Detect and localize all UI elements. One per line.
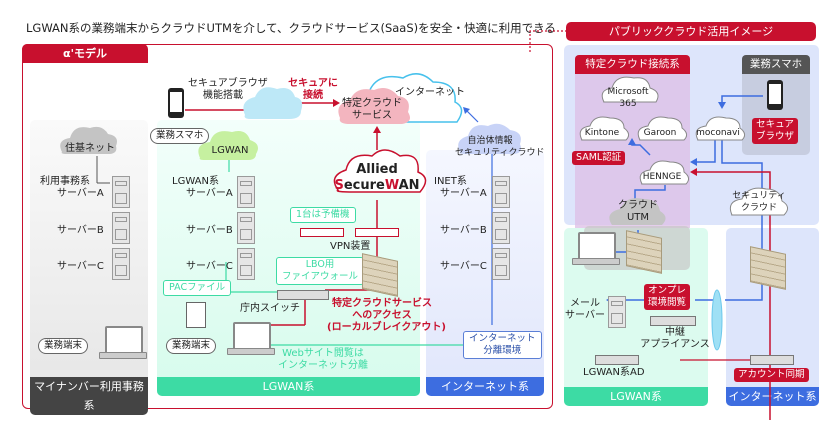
jukinet-label: 住基ネット: [65, 143, 115, 154]
server-icon: [492, 248, 510, 280]
mail-server-label: メールサーバー: [565, 298, 605, 321]
relay-label: 中継アプライアンス: [640, 327, 710, 350]
dotted-connector: [529, 30, 566, 52]
server-icon: [608, 296, 626, 328]
vpn-device-icon: [355, 228, 399, 237]
mynumber-server-c-label: サーバーC: [57, 261, 104, 272]
relay-appliance-icon: [650, 316, 696, 326]
kintone-cloud: [579, 116, 630, 141]
laptop-base: [572, 258, 620, 265]
alpha-model-frame: [22, 44, 553, 409]
server-icon: [237, 212, 255, 244]
web-isolation-label: Webサイト閲覧はインターネット分離: [278, 348, 368, 371]
lgwan-cloud-label: LGWAN: [211, 145, 249, 156]
internet-ad-icon: [750, 355, 794, 365]
jichitai-cloud-label: 自治体情報セキュリティクラウド: [455, 136, 545, 158]
lgwan-group-label: LGWAN系: [172, 176, 219, 187]
securewan-cloud: [333, 149, 427, 193]
microsoft-cloud: [601, 76, 659, 103]
local-breakout-label: 特定クラウドサービスへのアクセス(ローカルブレイクアウト): [327, 298, 446, 333]
specific-cloud-label: 特定クラウドサービス: [342, 98, 402, 121]
kintone-label: Kintone: [584, 128, 620, 138]
spare-note: 1台は予備機: [290, 207, 356, 223]
server-icon: [112, 212, 130, 244]
hennge-label: HENNGE: [642, 172, 682, 182]
onprem-badge: オンプレ環境閲覧: [644, 284, 691, 310]
security-cloud-label: セキュリティクラウド: [732, 191, 786, 213]
page-title: LGWAN系の業務端末からクラウドUTMを介して、クラウドサービス(SaaS)を…: [26, 21, 556, 35]
mynumber-group-label: 利用事務系: [40, 176, 90, 187]
garoon-label: Garoon: [643, 128, 677, 138]
secure-connect-label: セキュアに接続: [288, 78, 338, 101]
internet-zone-label: インターネット系: [426, 377, 544, 396]
vpn-device-icon: [300, 228, 344, 237]
lgwan-ad-icon: [595, 355, 639, 365]
switch-label: 庁内スイッチ: [240, 303, 300, 314]
lbo-firewall-note: LBO用ファイアウォール: [276, 257, 365, 285]
garoon-cloud: [637, 116, 688, 141]
lgwan-terminal-pill: 業務端末: [166, 338, 217, 354]
firewall-icon: [626, 230, 662, 274]
mynumber-server-b-label: サーバーB: [57, 225, 104, 236]
specific-cloud-header: 特定クラウド接続系: [575, 55, 690, 74]
server-icon: [492, 212, 510, 244]
lgwan-server-b-label: サーバーB: [186, 225, 233, 236]
switch-icon: [277, 290, 329, 300]
smartphone-icon: [168, 88, 184, 118]
inet-server-a-label: サーバーA: [440, 188, 487, 199]
server-icon: [237, 176, 255, 208]
server-icon: [112, 176, 130, 208]
internet-isolation-box: インターネット分離環境: [463, 331, 542, 359]
pc-internet-zone-label: インターネット系: [726, 387, 819, 406]
saml-badge: SAML認証: [572, 151, 626, 165]
lgwan-ad-label: LGWAN系AD: [583, 367, 645, 378]
alpha-model-tab: α'モデル: [22, 44, 148, 63]
blue-cloud: [243, 87, 303, 119]
public-cloud-header: パブリッククラウド活用イメージ: [566, 22, 816, 41]
firewall-icon: [750, 246, 786, 290]
laptop-base: [99, 352, 147, 359]
laptop-icon: [578, 232, 616, 260]
jukinet-cloud: [60, 126, 117, 154]
inet-group-label: INET系: [434, 176, 467, 187]
pac-file-note: PACファイル: [163, 280, 232, 296]
moconavi-label: moconavi: [696, 128, 740, 138]
smartphone-header: 業務スマホ: [742, 55, 810, 74]
lgwan-server-c-label: サーバーC: [186, 261, 233, 272]
hennge-cloud: [639, 160, 690, 185]
secure-browser-badge: セキュアブラウザ: [752, 118, 799, 144]
secure-browser-label: セキュアブラウザ機能搭載: [188, 78, 268, 101]
utm-cloud: [609, 198, 666, 225]
lgwan-cloud: [198, 131, 258, 160]
pc-lgwan-zone-label: LGWAN系: [564, 387, 708, 406]
security-cloud: [729, 187, 788, 216]
lgwan-server-a-label: サーバーA: [186, 188, 233, 199]
jichitai-cloud: [458, 123, 521, 154]
server-icon: [237, 248, 255, 280]
inet-server-c-label: サーバーC: [440, 261, 487, 272]
document-icon: [186, 302, 206, 328]
vpn-label: VPN装置: [330, 241, 371, 252]
mynumber-terminal-pill: 業務端末: [38, 338, 89, 354]
specific-cloud: [338, 88, 410, 124]
smartphone-pill: 業務スマホ: [150, 128, 210, 144]
account-sync-badge: アカウント同期: [734, 368, 809, 382]
mynumber-server-a-label: サーバーA: [57, 188, 104, 199]
server-icon: [112, 248, 130, 280]
moconavi-cloud: [695, 116, 746, 141]
server-icon: [492, 176, 510, 208]
mynumber-zone-label: マイナンバー利用事務系: [30, 377, 148, 415]
lgwan-zone-label: LGWAN系: [157, 377, 420, 396]
laptop-base: [227, 348, 275, 355]
smartphone-icon: [767, 80, 783, 110]
internet-cloud-label: インターネット: [395, 87, 465, 98]
inet-server-b-label: サーバーB: [440, 225, 487, 236]
